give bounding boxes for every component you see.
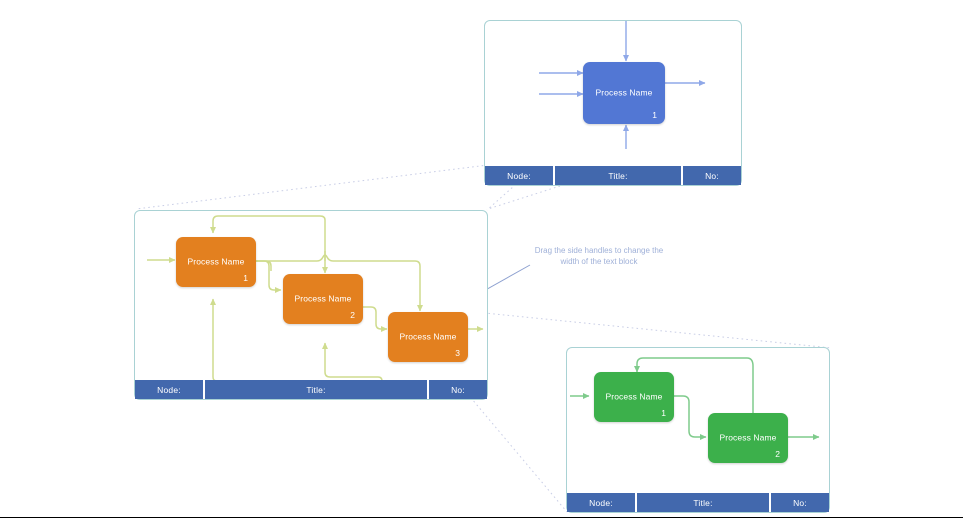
panel-grandchild-green[interactable]: Process Name 1 Process Name 2 Node: Titl… (566, 347, 830, 513)
titlebar-node-label: Node: (567, 493, 637, 512)
dotted-link-blue-to-orange-top (135, 164, 489, 210)
process-box-green-2-number: 2 (775, 449, 780, 459)
process-box-green-1-name: Process Name (605, 391, 663, 402)
panel-parent-blue-titlebar: Node: Title: No: (485, 166, 741, 185)
titlebar-node-label: Node: (135, 380, 205, 399)
page-bottom-rule (0, 517, 963, 518)
titlebar-no-label: No: (683, 166, 741, 185)
dotted-link-orange-to-green-top (454, 309, 833, 349)
process-box-green-1-number: 1 (661, 408, 666, 418)
titlebar-title-label: Title: (637, 493, 771, 512)
process-box-blue-1-number: 1 (652, 110, 657, 120)
process-box-green-2-name: Process Name (719, 432, 777, 443)
process-box-green-2[interactable]: Process Name 2 (708, 413, 788, 463)
annotation-text-block[interactable]: Drag the side handles to change the widt… (534, 246, 664, 266)
panel-parent-blue[interactable]: Process Name 1 Node: Title: No: (484, 20, 742, 186)
titlebar-node-label: Node: (485, 166, 555, 185)
green-connectors (570, 357, 820, 440)
panel-grandchild-green-titlebar: Node: Title: No: (567, 493, 829, 512)
process-box-orange-3-number: 3 (455, 348, 460, 358)
process-box-blue-1-name: Process Name (595, 87, 653, 98)
titlebar-title-label: Title: (555, 166, 683, 185)
process-box-orange-2[interactable]: Process Name 2 (283, 274, 363, 324)
process-box-orange-2-number: 2 (350, 310, 355, 320)
titlebar-title-label: Title: (205, 380, 429, 399)
dotted-link-blue-to-orange-bottom (487, 185, 561, 210)
titlebar-no-label: No: (771, 493, 829, 512)
process-box-orange-2-name: Process Name (294, 293, 352, 304)
process-box-orange-1-number: 1 (243, 273, 248, 283)
process-box-orange-1-name: Process Name (187, 256, 245, 267)
blue-connectors (539, 21, 706, 149)
panel-child-orange[interactable]: Process Name 1 Process Name 2 Process Na… (134, 210, 488, 400)
process-box-orange-1[interactable]: Process Name 1 (176, 237, 256, 287)
process-box-orange-3[interactable]: Process Name 3 (388, 312, 468, 362)
process-box-orange-3-name: Process Name (399, 331, 457, 342)
panel-child-orange-titlebar: Node: Title: No: (135, 380, 487, 399)
process-box-blue-1[interactable]: Process Name 1 (583, 62, 665, 124)
process-box-green-1[interactable]: Process Name 1 (594, 372, 674, 422)
titlebar-no-label: No: (429, 380, 487, 399)
